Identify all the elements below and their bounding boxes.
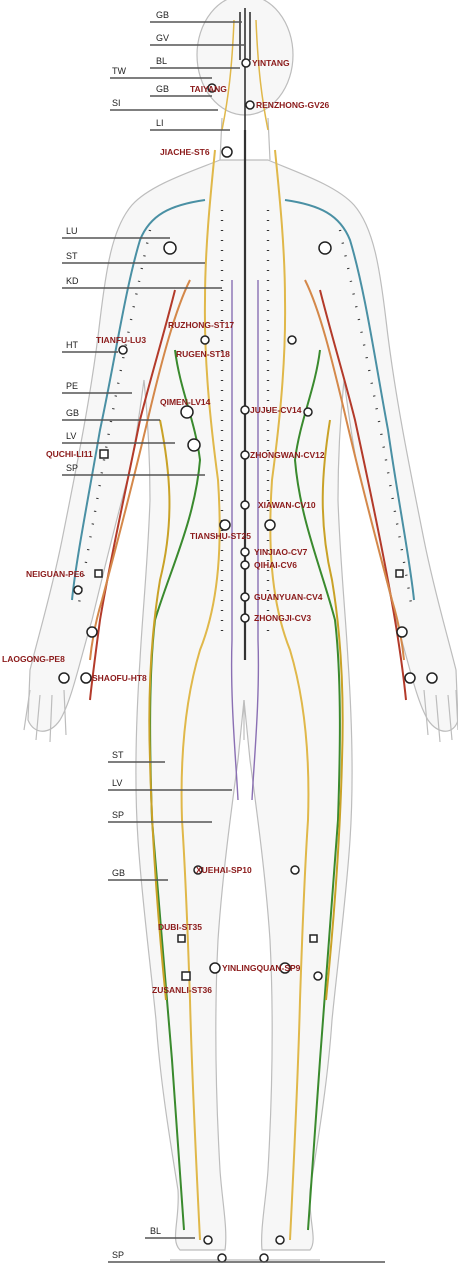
label-qihai: QIHAI-CV6 (254, 560, 297, 570)
guanyuan-marker (241, 593, 249, 601)
qimen-marker-right (304, 408, 312, 416)
label-qimen: QIMEN-LV14 (160, 397, 211, 407)
label-shaofu: SHAOFU-HT8 (92, 673, 147, 683)
label-laogong: LAOGONG-PE8 (2, 654, 65, 664)
label-gv-head: GV (156, 33, 169, 43)
label-jujue: JUJUE-CV14 (250, 405, 302, 415)
label-zusanli: ZUSANLI-ST36 (152, 985, 212, 995)
label-gb-head: GB (156, 10, 169, 20)
qimen-marker-2 (188, 439, 200, 451)
label-guanyuan: GUANYUAN-CV4 (254, 592, 323, 602)
label-dubi: DUBI-ST35 (158, 922, 202, 932)
tianshu-marker-right (265, 520, 275, 530)
foot-marker-2 (218, 1254, 226, 1262)
label-renzhong: RENZHONG-GV26 (256, 100, 329, 110)
neiguan-marker (95, 570, 102, 577)
lung-chest-marker-right (319, 242, 331, 254)
zusanli-marker (182, 972, 190, 980)
label-lv-trunk: LV (66, 431, 76, 441)
qihai-marker (241, 561, 249, 569)
label-ruzhong: RUZHONG-ST17 (168, 320, 234, 330)
yinjiao-marker (241, 548, 249, 556)
label-pe-arm: PE (66, 381, 78, 391)
rugen-marker (201, 336, 209, 344)
zhongwan-marker (241, 451, 249, 459)
torso-outline (28, 160, 458, 1250)
label-yintang: YINTANG (252, 58, 290, 68)
foot-marker-3 (260, 1254, 268, 1262)
renzhong-marker (246, 101, 254, 109)
label-st-chest: ST (66, 251, 78, 261)
label-lv-leg: LV (112, 778, 122, 788)
zusanli-marker-right (314, 972, 322, 980)
jujue-marker (241, 406, 249, 414)
label-bl-head: BL (156, 56, 167, 66)
jiache-marker (222, 147, 232, 157)
dubi-marker-right (310, 935, 317, 942)
label-sp-leg: SP (112, 810, 124, 820)
label-quchi: QUCHI-LI11 (46, 449, 93, 459)
quchi-marker (100, 450, 108, 458)
xuehai-marker-right (291, 866, 299, 874)
dubi-marker (178, 935, 185, 942)
wrist-marker-left (74, 586, 82, 594)
label-sp-foot: SP (112, 1250, 124, 1260)
label-tianshu: TIANSHU-ST25 (190, 531, 251, 541)
foot-marker-1 (204, 1236, 212, 1244)
label-xiawan: XIAWAN-CV10 (258, 500, 316, 510)
yintang-marker (242, 59, 250, 67)
label-tw-head: TW (112, 66, 126, 76)
shaofu-marker (81, 673, 91, 683)
label-st-leg: ST (112, 750, 124, 760)
foot-marker-4 (276, 1236, 284, 1244)
label-ht-arm: HT (66, 340, 78, 350)
label-gb-head2: GB (156, 84, 169, 94)
yinlingquan-marker (210, 963, 220, 973)
label-zhongwan: ZHONGWAN-CV12 (250, 450, 325, 460)
shaofu-marker-right (427, 673, 437, 683)
neiguan-marker-right (396, 570, 403, 577)
label-si-head: SI (112, 98, 121, 108)
label-jiache: JIACHE-ST6 (160, 147, 210, 157)
label-li-head: LI (156, 118, 164, 128)
rugen-marker-right (288, 336, 296, 344)
label-yinjiao: YINJIAO-CV7 (254, 547, 308, 557)
label-taiyang: TAIYANG (190, 84, 227, 94)
hand-marker-left (87, 627, 97, 637)
lung-chest-marker-left (164, 242, 176, 254)
label-kd-chest: KD (66, 276, 79, 286)
tianshu-marker (220, 520, 230, 530)
tianfu-marker (119, 346, 127, 354)
label-gb-trunk: GB (66, 408, 79, 418)
label-tianfu: TIANFU-LU3 (96, 335, 146, 345)
zhongji-marker (241, 614, 249, 622)
label-bl-foot: BL (150, 1226, 161, 1236)
label-zhongji: ZHONGJI-CV3 (254, 613, 311, 623)
label-yinlingquan: YINLINGQUAN-SP9 (222, 963, 301, 973)
label-neiguan: NEIGUAN-PE6 (26, 569, 84, 579)
laogong-marker (59, 673, 69, 683)
label-lu-chest: LU (66, 226, 78, 236)
laogong-marker-right (405, 673, 415, 683)
hand-marker-right (397, 627, 407, 637)
label-rugen: RUGEN-ST18 (176, 349, 230, 359)
qimen-marker (181, 406, 193, 418)
label-sp-trunk: SP (66, 463, 78, 473)
label-xuehai: XUEHAI-SP10 (196, 865, 252, 875)
xiawan-marker (241, 501, 249, 509)
label-gb-leg: GB (112, 868, 125, 878)
